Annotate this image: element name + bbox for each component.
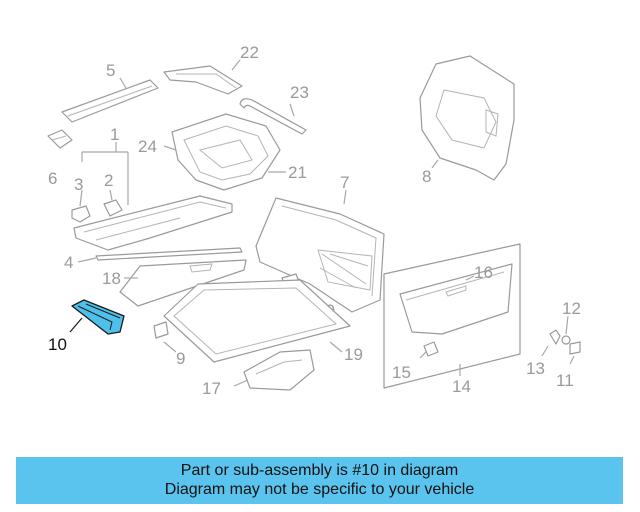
part-12-screw: [561, 315, 571, 345]
leader-1-2-3: [79, 142, 129, 207]
leader-4: [77, 257, 97, 263]
banner-line-1: Part or sub-assembly is #10 in diagram: [180, 462, 459, 479]
part-6-clip: [47, 129, 73, 149]
callout-10: 10: [48, 335, 67, 354]
callout-8: 8: [422, 167, 431, 186]
callout-21: 21: [288, 163, 307, 182]
callout-4: 4: [64, 253, 73, 272]
callout-1: 1: [110, 125, 119, 144]
callout-17: 17: [202, 379, 221, 398]
part-9-cap: [153, 321, 177, 353]
part-16-handle: [399, 263, 513, 335]
callout-22: 22: [240, 43, 259, 62]
callout-15: 15: [392, 363, 411, 382]
part-1-cargo-board: [73, 195, 233, 251]
info-banner: Part or sub-assembly is #10 in diagram D…: [16, 457, 623, 504]
callout-12: 12: [562, 299, 581, 318]
part-18-floor-panel: [119, 259, 247, 307]
part-22-jack: [163, 59, 243, 95]
callout-9: 9: [176, 349, 185, 368]
part-19-floor-mat: [163, 279, 351, 363]
callout-3: 3: [74, 175, 83, 194]
callout-7: 7: [340, 173, 349, 192]
part-13-clip: [541, 329, 561, 357]
part-8-rear-trim: [419, 55, 515, 181]
part-23-rod: [239, 98, 307, 135]
part-15-clip: [419, 341, 439, 359]
part-2-clip: [103, 199, 123, 217]
part-17-sill-plate: [233, 349, 315, 391]
callout-16: 16: [474, 263, 493, 282]
callout-6: 6: [48, 169, 57, 188]
part-10-highlighted[interactable]: [69, 299, 125, 335]
part-3-clip: [71, 205, 91, 223]
callout-23: 23: [290, 83, 309, 102]
part-5-cargo-cover: [61, 77, 159, 123]
callout-5: 5: [106, 61, 115, 80]
callout-18: 18: [102, 269, 121, 288]
callout-14: 14: [452, 377, 471, 396]
callout-13: 13: [526, 359, 545, 378]
callout-11: 11: [556, 371, 574, 390]
parts-diagram: 5 6 1 2 3 4 22: [47, 43, 581, 398]
callout-19: 19: [344, 345, 363, 364]
part-4-strip: [95, 247, 243, 261]
callout-24: 24: [138, 137, 157, 156]
part-7-side-trim: [255, 189, 385, 313]
callout-2: 2: [104, 171, 113, 190]
part-11-grommet: [569, 341, 581, 365]
part-24-tool-tray: [163, 113, 286, 191]
banner-line-2: Diagram may not be specific to your vehi…: [164, 481, 475, 498]
